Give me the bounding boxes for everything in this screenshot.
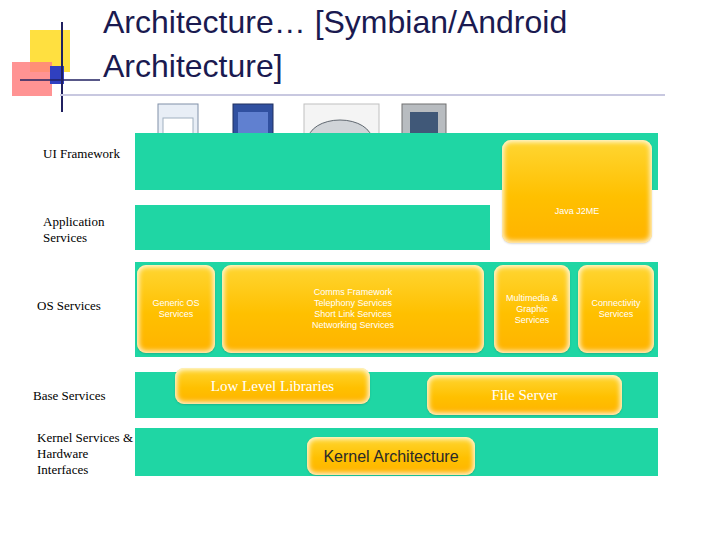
layer-label: Application Services [43, 214, 128, 246]
component-label: Networking Services [312, 320, 394, 331]
layer-label: Base Services [33, 388, 128, 404]
component-label: Generic OS Services [141, 298, 211, 320]
component-box: Comms FrameworkTelephony ServicesShort L… [222, 265, 484, 353]
component-label: Short Link Services [314, 309, 392, 320]
layer-band: Application Services [135, 205, 490, 250]
component-label: Multimedia & Graphic Services [498, 293, 566, 326]
component-box: Connectivity Services [578, 265, 654, 353]
component-box: Java J2ME [502, 140, 652, 243]
component-box: Generic OS Services [137, 265, 215, 353]
component-label: Connectivity Services [582, 298, 650, 320]
slide-title: Architecture… [Symbian/Android Architect… [103, 0, 703, 88]
layer-label: Kernel Services & Hardware Interfaces [37, 430, 137, 478]
deco-line [61, 22, 63, 112]
layer-label: OS Services [37, 298, 127, 314]
component-label: Comms Framework [314, 287, 393, 298]
deco-square [12, 62, 52, 96]
component-label: Java J2ME [555, 206, 600, 217]
component-label: Kernel Architecture [323, 447, 458, 466]
component-box: Multimedia & Graphic Services [494, 265, 570, 353]
component-label: File Server [491, 386, 557, 404]
component-label: Low Level Libraries [211, 377, 334, 395]
component-box: Low Level Libraries [175, 368, 370, 404]
component-box: File Server [427, 375, 622, 415]
deco-line [20, 79, 100, 81]
title-rule [60, 94, 665, 96]
component-box: Kernel Architecture [307, 437, 475, 475]
layer-band: Kernel Services & Hardware InterfacesKer… [135, 428, 658, 476]
layer-label: UI Framework [43, 146, 128, 162]
layer-band: Base ServicesLow Level LibrariesFile Ser… [135, 372, 658, 418]
component-label: Telephony Services [314, 298, 392, 309]
layer-band: OS ServicesGeneric OS ServicesComms Fram… [135, 262, 658, 357]
